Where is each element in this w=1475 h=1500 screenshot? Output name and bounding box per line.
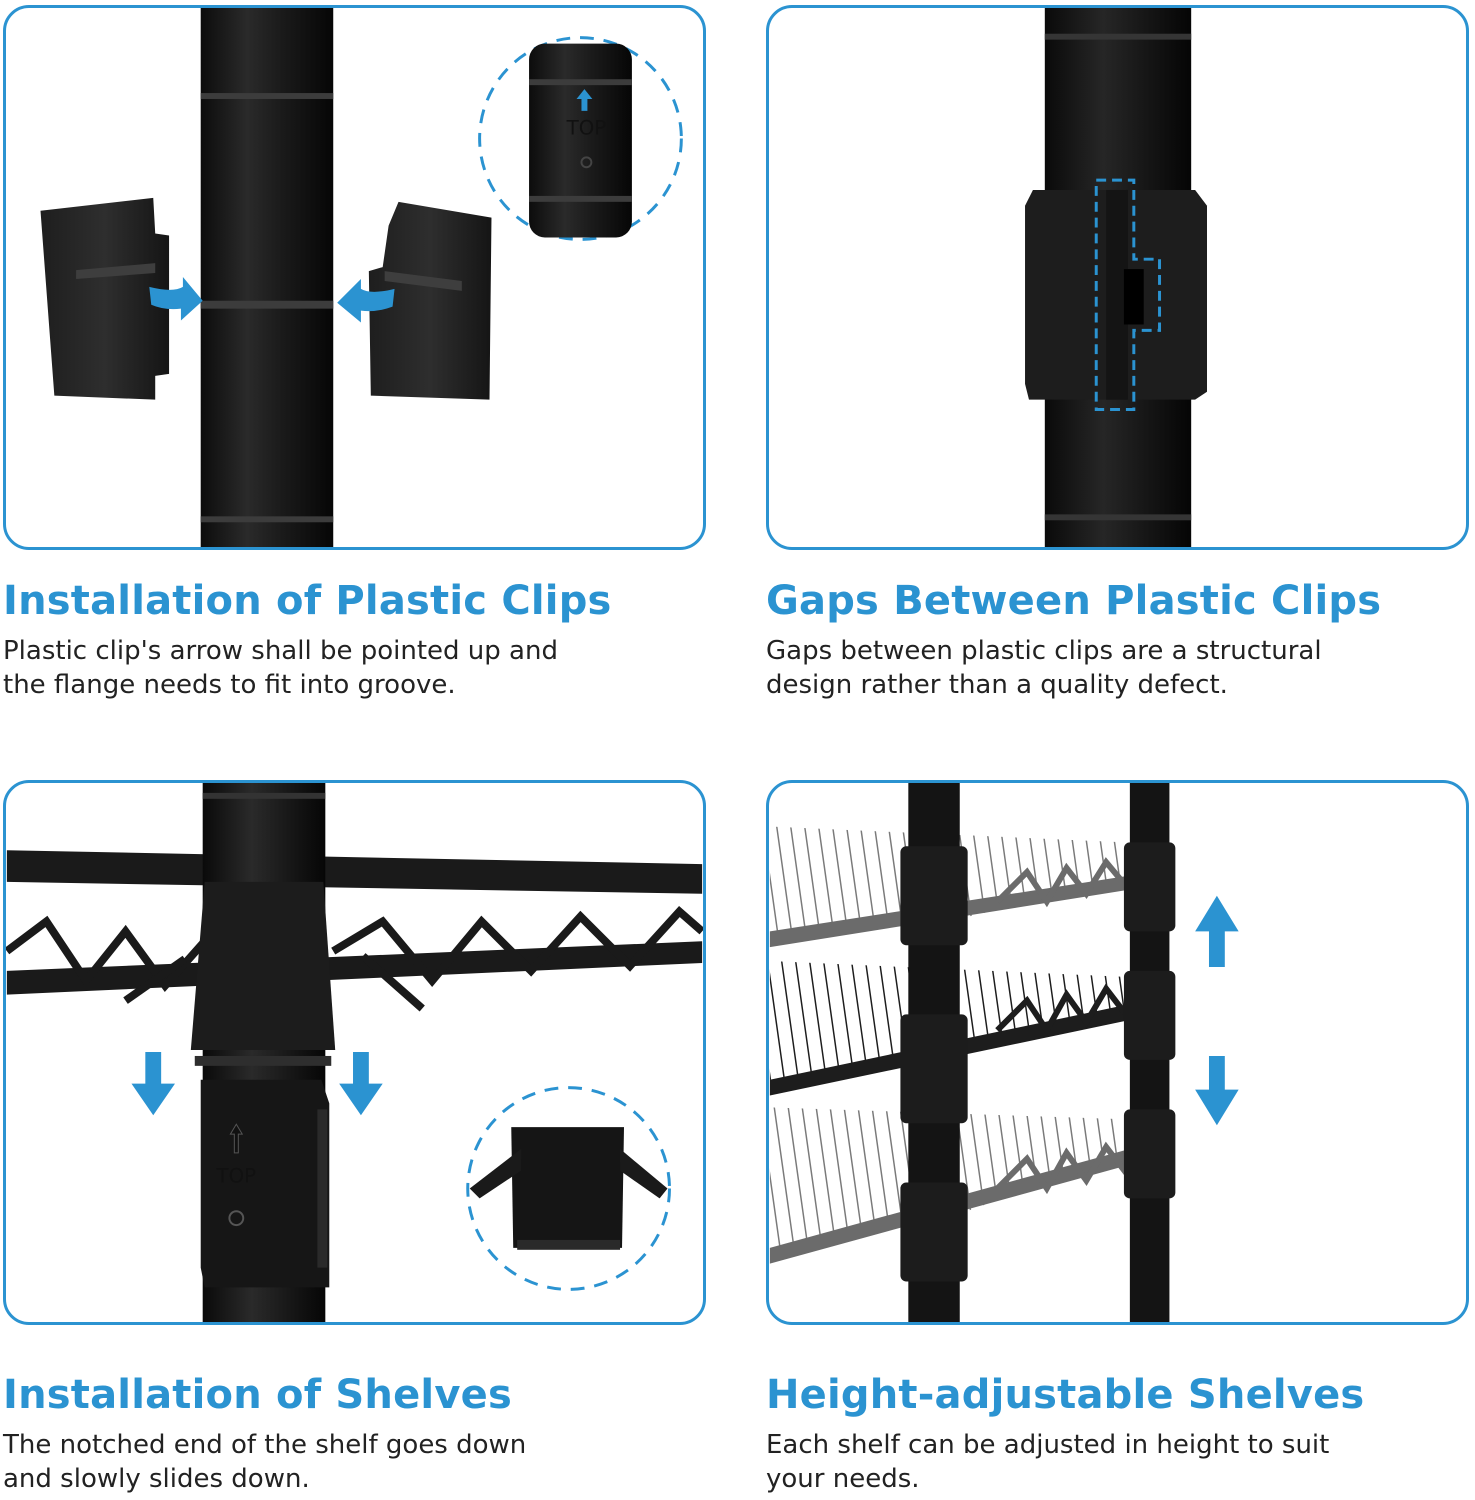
clip-installation-title: Installation of Plastic Clips (3, 578, 612, 624)
inset-top-label-lower: TOP (216, 1165, 257, 1188)
clip-gap-description: Gaps between plastic clips are a structu… (766, 636, 1322, 700)
adjustable-shelves-panel (766, 780, 1469, 1325)
shelf-installation-caption: Installation of Shelves The notched end … (3, 1372, 703, 1496)
clip-installation-caption: Installation of Plastic Clips Plastic cl… (3, 578, 703, 702)
adjustable-shelves-icon (769, 783, 1239, 1322)
adjustable-shelves-caption: Height-adjustable Shelves Each shelf can… (766, 1372, 1466, 1496)
clip-gap-panel (766, 5, 1469, 550)
adjustable-shelves-title: Height-adjustable Shelves (766, 1372, 1365, 1418)
clip-gap-caption: Gaps Between Plastic Clips Gaps between … (766, 578, 1466, 702)
clip-gap-closeup-icon (1025, 8, 1208, 547)
inset-top-label: TOP (566, 117, 607, 140)
clip-installation-panel: TOP (3, 5, 706, 550)
shelf-installation-description: The notched end of the shelf goes down a… (3, 1430, 527, 1494)
pole-with-two-clip-halves-icon: TOP (40, 8, 683, 547)
shelf-installation-panel: TOP (3, 780, 706, 1325)
shelf-installation-title: Installation of Shelves (3, 1372, 512, 1418)
shelf-on-pole-icon: TOP (6, 783, 703, 1322)
clip-gap-title: Gaps Between Plastic Clips (766, 578, 1382, 624)
clip-installation-description: Plastic clip's arrow shall be pointed up… (3, 636, 558, 700)
adjustable-shelves-description: Each shelf can be adjusted in height to … (766, 1430, 1330, 1494)
